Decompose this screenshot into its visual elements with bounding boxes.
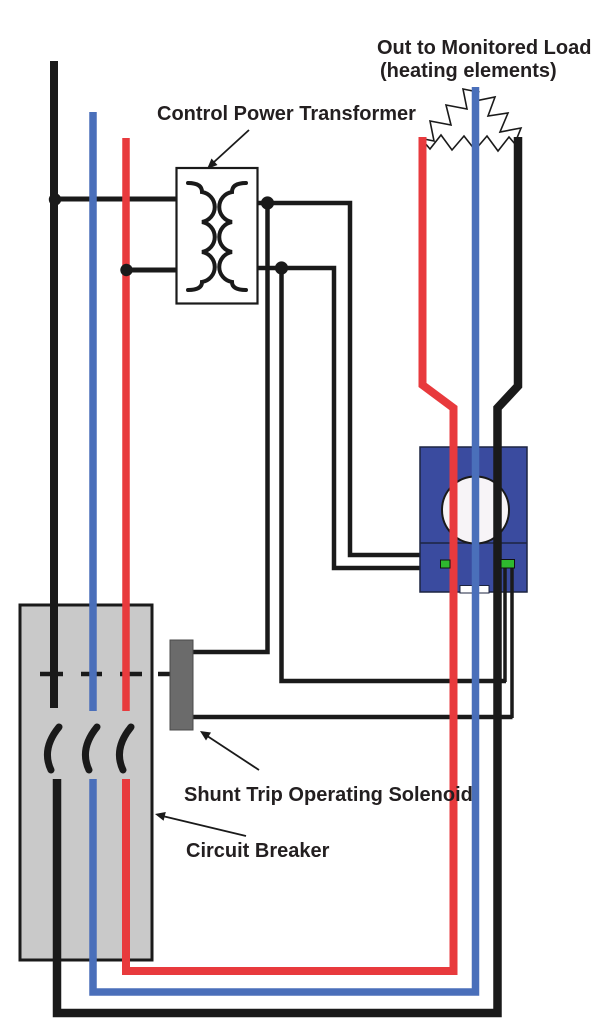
breaker-label: Circuit Breaker — [186, 840, 330, 862]
transformer-arrow-line — [213, 129, 250, 163]
sensor-supply-wire-1 — [257, 200, 422, 558]
junction-dot-secondary-2 — [274, 261, 289, 275]
shunt-trip-solenoid-body — [169, 639, 194, 731]
monitored-load-label-line1: Out to Monitored Load — [377, 37, 591, 59]
transformer-primary-winding-icon — [186, 181, 217, 292]
breaker-arrow-line — [164, 815, 247, 837]
circuit-breaker-box — [18, 603, 154, 962]
heating-element-resistor-3 — [423, 133, 516, 153]
monitored-load-label-line2: (heating elements) — [380, 60, 557, 82]
breaker-pole-arc-2 — [81, 723, 101, 774]
breaker-pole-arc-3 — [115, 723, 135, 774]
solenoid-label: Shunt Trip Operating Solenoid — [184, 784, 473, 806]
solenoid-arrow-head-icon — [200, 731, 211, 741]
breaker-pole-arc-1 — [43, 723, 63, 774]
solenoid-arrow-line — [207, 735, 260, 771]
sensor-contact-return-wire — [279, 268, 506, 684]
load-wire-red — [122, 137, 458, 975]
breaker-arrow-head-icon — [155, 812, 166, 821]
junction-dot-red-phase — [120, 263, 133, 277]
transformer-arrow-head-icon — [207, 158, 218, 169]
junction-dot-black-phase — [48, 193, 62, 206]
transformer-box — [175, 166, 259, 305]
junction-dot-secondary-1 — [260, 196, 275, 210]
sensor-led-left — [440, 559, 451, 569]
sensor-led-right — [500, 559, 515, 569]
load-wire-black — [52, 137, 523, 1018]
load-wire-blue — [89, 87, 480, 996]
heating-element-resistor-1 — [423, 87, 474, 143]
solenoid-feed-wire — [193, 203, 270, 655]
sensor-supply-wire-2 — [257, 265, 422, 571]
transformer-secondary-winding-icon — [217, 181, 248, 292]
transformer-label: Control Power Transformer — [157, 103, 416, 125]
